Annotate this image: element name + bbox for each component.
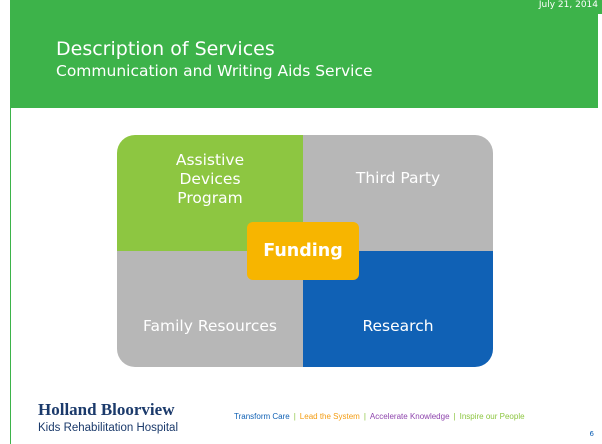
top-accent-bar: [0, 0, 602, 14]
cell-assistive-devices-program: Assistive Devices Program: [117, 135, 303, 251]
tagline-item: Accelerate Knowledge: [369, 412, 450, 421]
hospital-logo-subtitle: Kids Rehabilitation Hospital: [38, 422, 178, 434]
title-banner: Description of Services Communication an…: [10, 14, 598, 108]
cell-label-top-left: Assistive Devices Program: [175, 151, 245, 207]
slide-subtitle: Communication and Writing Aids Service: [56, 62, 373, 80]
cell-label-bottom-right: Research: [362, 317, 434, 335]
footer-tagline: Transform Care|Lead the System|Accelerat…: [234, 412, 525, 421]
tagline-item: Lead the System: [299, 412, 360, 421]
funding-center-box: Funding: [247, 222, 359, 280]
hospital-logo-name: Holland Bloorview: [38, 400, 175, 419]
tagline-separator: |: [293, 412, 296, 421]
tagline-separator: |: [363, 412, 366, 421]
top-accent-gap: [0, 0, 10, 14]
tagline-item: Inspire our People: [459, 412, 525, 421]
tagline-item: Transform Care: [234, 412, 290, 421]
left-rule: [10, 108, 11, 444]
page-number: 6: [589, 430, 594, 438]
cell-label-bottom-left: Family Resources: [143, 317, 277, 335]
slide-title: Description of Services: [56, 38, 275, 60]
tagline-separator: |: [453, 412, 456, 421]
cell-label-top-right: Third Party: [355, 169, 441, 187]
slide-date: July 21, 2014: [538, 0, 598, 10]
